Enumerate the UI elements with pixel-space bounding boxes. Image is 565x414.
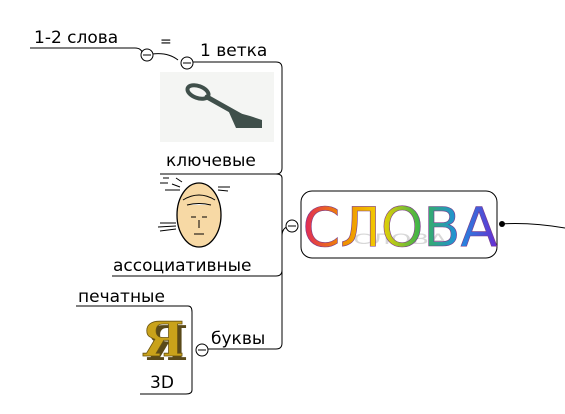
key-icon: [160, 72, 274, 142]
label-one-two-words[interactable]: 1-2 слова: [34, 28, 119, 48]
label-one-branch[interactable]: 1 ветка: [200, 41, 268, 61]
central-node-box: [300, 190, 498, 259]
label-letters[interactable]: буквы: [211, 329, 266, 349]
line-top-left: [30, 47, 144, 56]
central-node-text: СЛОВА: [303, 196, 498, 259]
ya-letter-3d-icon: Я Я: [138, 312, 188, 372]
label-associative[interactable]: ассоциативные: [113, 256, 252, 276]
label-equals: =: [160, 34, 172, 50]
central-node-shadow: СЛОВА: [353, 231, 448, 247]
collapse-button-one-branch[interactable]: [180, 56, 194, 70]
thinking-head-icon: [157, 177, 230, 248]
collapse-button-letters[interactable]: [195, 343, 209, 357]
line-printed: [76, 305, 193, 395]
svg-text:Я: Я: [142, 312, 184, 368]
line-keywords: [112, 173, 283, 277]
collapse-button-top-left[interactable]: [140, 48, 154, 62]
label-three-d[interactable]: 3D: [150, 373, 174, 393]
connector-lines: [30, 47, 565, 395]
central-node[interactable]: СЛОВА СЛОВА: [300, 190, 505, 259]
central-node-anchor: [499, 221, 505, 227]
line-to-collapse-a: [151, 53, 179, 61]
label-printed[interactable]: печатные: [78, 287, 165, 307]
line-central-right: [499, 223, 565, 229]
line-one-branch: [193, 61, 283, 175]
svg-text:Я: Я: [146, 316, 188, 372]
label-keywords[interactable]: ключевые: [166, 151, 256, 171]
collapse-button-central[interactable]: [285, 219, 299, 233]
